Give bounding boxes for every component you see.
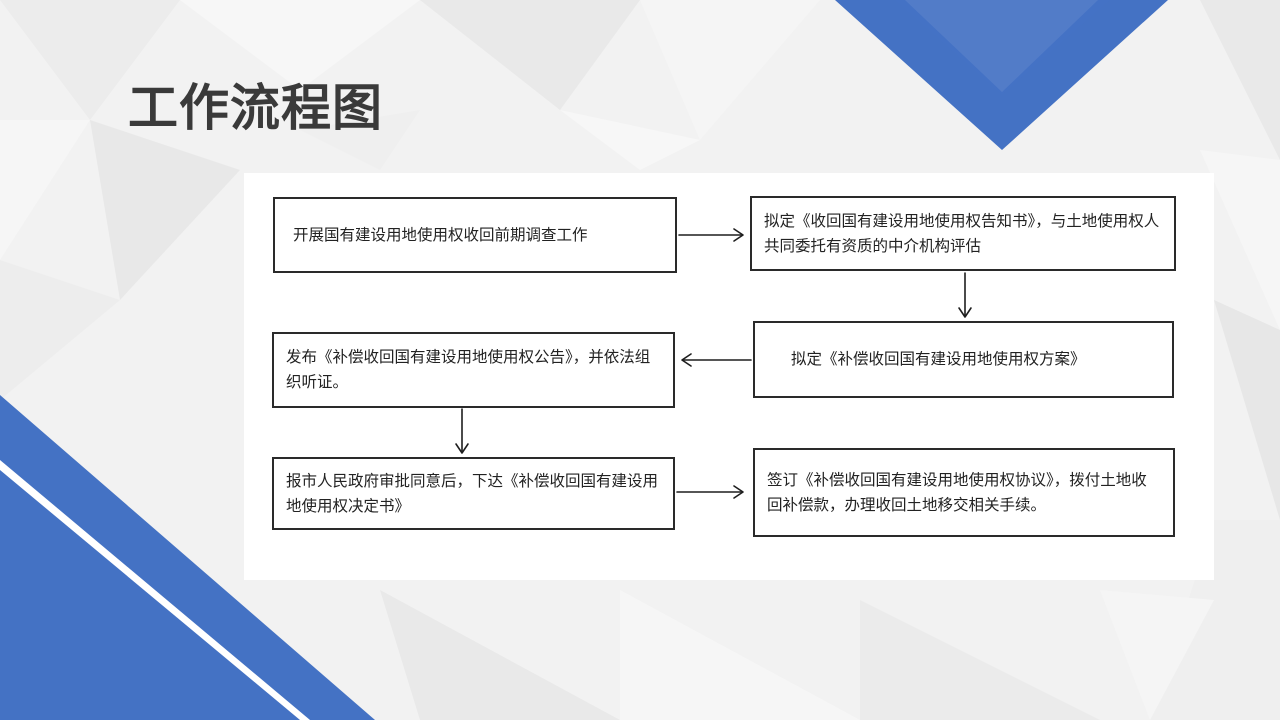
arrow-left-1: [681, 353, 752, 367]
flow-step-agreement-handover: 签订《补偿收回国有建设用地使用权协议》，拨付土地收回补偿款，办理收回土地移交相关…: [753, 448, 1175, 537]
flow-step-text: 拟定《补偿收回国有建设用地使用权方案》: [791, 350, 1086, 368]
flow-step-text: 发布《补偿收回国有建设用地使用权公告》，并依法组织听证。: [286, 348, 651, 391]
flow-step-compensation-plan: 拟定《补偿收回国有建设用地使用权方案》: [753, 321, 1174, 398]
flow-step-text: 拟定《收回国有建设用地使用权告知书》，与土地使用权人共同委托有资质的中介机构评估: [764, 211, 1160, 255]
arrow-right-2: [676, 485, 744, 499]
flow-step-investigation: 开展国有建设用地使用权收回前期调查工作: [273, 197, 677, 273]
page-title: 工作流程图: [128, 79, 383, 137]
flow-step-announcement-hearing: 发布《补偿收回国有建设用地使用权公告》，并依法组织听证。: [272, 332, 675, 408]
flow-step-text: 报市人民政府审批同意后，下达《补偿收回国有建设用地使用权决定书》: [286, 471, 659, 515]
flow-step-text: 签订《补偿收回国有建设用地使用权协议》，拨付土地收回补偿款，办理收回土地移交相关…: [767, 470, 1147, 514]
arrow-down-2: [455, 408, 469, 454]
flow-step-notice-and-appraisal: 拟定《收回国有建设用地使用权告知书》，与土地使用权人共同委托有资质的中介机构评估: [750, 196, 1176, 271]
arrow-down-1: [958, 272, 972, 318]
arrow-right-1: [678, 228, 744, 242]
flow-step-text: 开展国有建设用地使用权收回前期调查工作: [293, 225, 588, 244]
flow-step-approval-decision: 报市人民政府审批同意后，下达《补偿收回国有建设用地使用权决定书》: [272, 457, 675, 530]
